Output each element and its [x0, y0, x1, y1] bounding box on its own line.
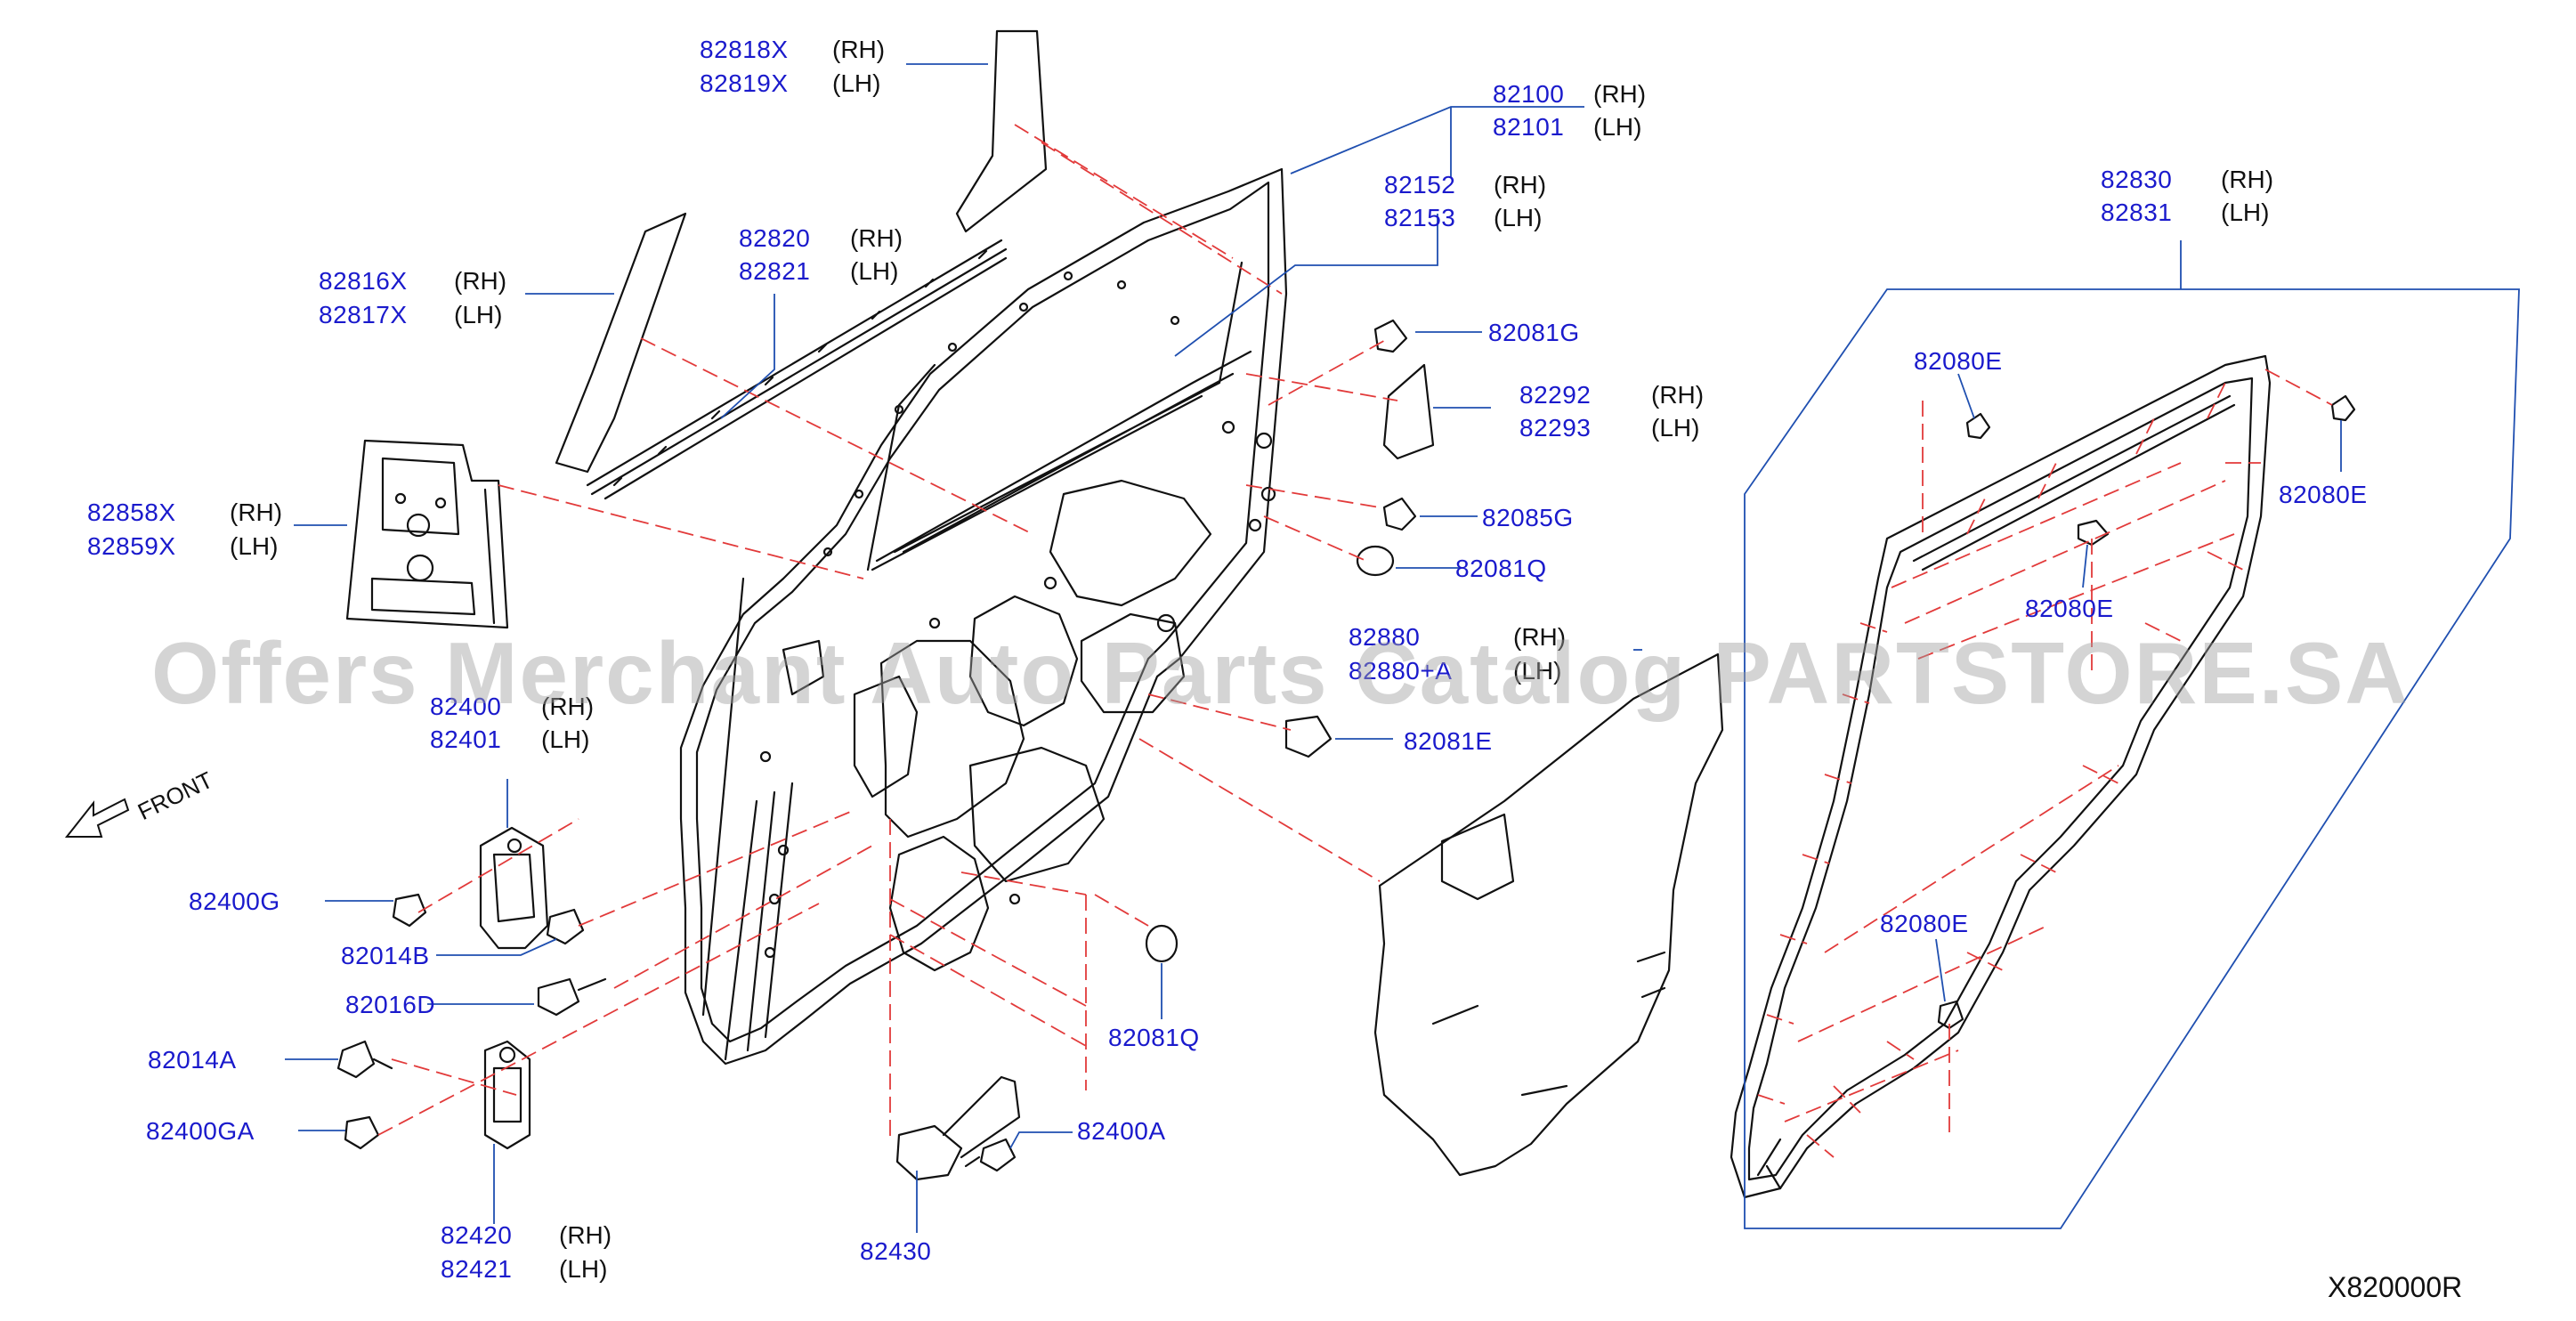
- label-82080e-d[interactable]: 82080E: [1880, 910, 1969, 937]
- label-82016d[interactable]: 82016D: [345, 991, 436, 1018]
- side-82859x: (LH): [230, 532, 279, 560]
- side-82830: (RH): [2221, 166, 2274, 193]
- clip-82080e-a: [1965, 412, 1991, 440]
- label-82831[interactable]: 82831: [2101, 199, 2173, 226]
- side-82821: (LH): [850, 257, 899, 285]
- label-82014b[interactable]: 82014B: [341, 942, 430, 969]
- side-82858x: (RH): [230, 498, 283, 526]
- lower-hinge: [483, 1040, 531, 1150]
- label-82085g[interactable]: 82085G: [1482, 504, 1574, 531]
- sash-pad-82858x: [345, 439, 509, 629]
- side-82817x: (LH): [454, 301, 503, 328]
- label-82421[interactable]: 82421: [441, 1255, 513, 1283]
- label-82817x[interactable]: 82817X: [319, 301, 408, 328]
- label-82400g[interactable]: 82400G: [189, 887, 280, 915]
- bolt-82014b: [546, 908, 585, 945]
- side-82292: (RH): [1651, 381, 1705, 409]
- nut-82400ga: [344, 1115, 380, 1150]
- label-82830[interactable]: 82830: [2101, 166, 2173, 193]
- window-run-seal: [586, 239, 1008, 500]
- side-82818x: (RH): [832, 36, 886, 63]
- label-82081e[interactable]: 82081E: [1404, 727, 1493, 755]
- side-82101: (LH): [1593, 113, 1642, 141]
- grommet-82081g: [1373, 319, 1408, 353]
- door-panel: [679, 167, 1288, 1066]
- label-82858x[interactable]: 82858X: [87, 498, 176, 526]
- label-82816x[interactable]: 82816X: [319, 267, 408, 295]
- label-82292[interactable]: 82292: [1519, 381, 1592, 409]
- side-82421: (LH): [559, 1255, 608, 1283]
- label-82101[interactable]: 82101: [1493, 113, 1565, 141]
- label-82880[interactable]: 82880: [1349, 623, 1421, 651]
- side-82152: (RH): [1494, 171, 1547, 199]
- side-82400: (RH): [541, 693, 595, 720]
- label-82880a[interactable]: 82880+A: [1349, 657, 1453, 685]
- label-82420[interactable]: 82420: [441, 1221, 513, 1249]
- side-82880a: (LH): [1513, 657, 1562, 685]
- label-82401[interactable]: 82401: [430, 725, 502, 753]
- label-82081q-top[interactable]: 82081Q: [1455, 555, 1547, 582]
- label-82820[interactable]: 82820: [739, 224, 811, 252]
- seal-cover-82292: [1382, 363, 1435, 460]
- front-direction-label: FRONT: [134, 766, 217, 825]
- bolt-82400a: [964, 1138, 1017, 1172]
- label-82014a[interactable]: 82014A: [148, 1046, 237, 1074]
- bolt-82014a: [336, 1040, 393, 1079]
- label-82400ga[interactable]: 82400GA: [146, 1117, 255, 1145]
- side-82100: (RH): [1593, 80, 1647, 108]
- label-82080e-b[interactable]: 82080E: [2279, 481, 2368, 508]
- label-82818x[interactable]: 82818X: [700, 36, 789, 63]
- label-82152[interactable]: 82152: [1384, 171, 1456, 199]
- front-arrow-icon: [64, 798, 130, 838]
- label-82400a[interactable]: 82400A: [1077, 1117, 1166, 1145]
- label-82080e-c[interactable]: 82080E: [2025, 595, 2114, 622]
- door-trim-82880: [1373, 652, 1724, 1177]
- sash-trim-upper: [955, 29, 1048, 233]
- cap-82085g: [1382, 497, 1417, 531]
- side-82420: (RH): [559, 1221, 612, 1249]
- label-82100[interactable]: 82100: [1493, 80, 1565, 108]
- clip-82080e-d: [1937, 1000, 1964, 1030]
- label-82430[interactable]: 82430: [860, 1237, 932, 1265]
- clip-82080e-c: [2077, 519, 2110, 547]
- label-82293[interactable]: 82293: [1519, 414, 1592, 442]
- side-82293: (LH): [1651, 414, 1700, 442]
- side-82153: (LH): [1494, 204, 1543, 231]
- label-82153[interactable]: 82153: [1384, 204, 1456, 231]
- plug-82081q-top: [1356, 545, 1395, 577]
- bolt-82016d: [537, 977, 607, 1017]
- clip-82081e: [1284, 715, 1333, 758]
- drawing-code: X820000R: [2328, 1271, 2463, 1303]
- side-82401: (LH): [541, 725, 590, 753]
- label-82080e-a[interactable]: 82080E: [1914, 347, 2003, 375]
- side-82820: (RH): [850, 224, 903, 252]
- side-82819x: (LH): [832, 69, 881, 97]
- label-82859x[interactable]: 82859X: [87, 532, 176, 560]
- label-82081g[interactable]: 82081G: [1488, 319, 1580, 346]
- side-82880: (RH): [1513, 623, 1567, 651]
- clip-82080e-b: [2330, 394, 2356, 422]
- plug-82081q-bottom: [1145, 924, 1179, 963]
- bolt-82400g: [392, 893, 427, 928]
- label-82821[interactable]: 82821: [739, 257, 811, 285]
- sash-trim-front: [555, 212, 687, 474]
- label-82400[interactable]: 82400: [430, 693, 502, 720]
- label-82819x[interactable]: 82819X: [700, 69, 789, 97]
- check-link: [895, 1075, 1021, 1181]
- watermark: Offers Merchant Auto Parts Catalog PARTS…: [151, 624, 2410, 722]
- side-82816x: (RH): [454, 267, 507, 295]
- label-82081q-bottom[interactable]: 82081Q: [1108, 1024, 1200, 1051]
- side-82831: (LH): [2221, 199, 2270, 226]
- upper-hinge: [479, 826, 549, 950]
